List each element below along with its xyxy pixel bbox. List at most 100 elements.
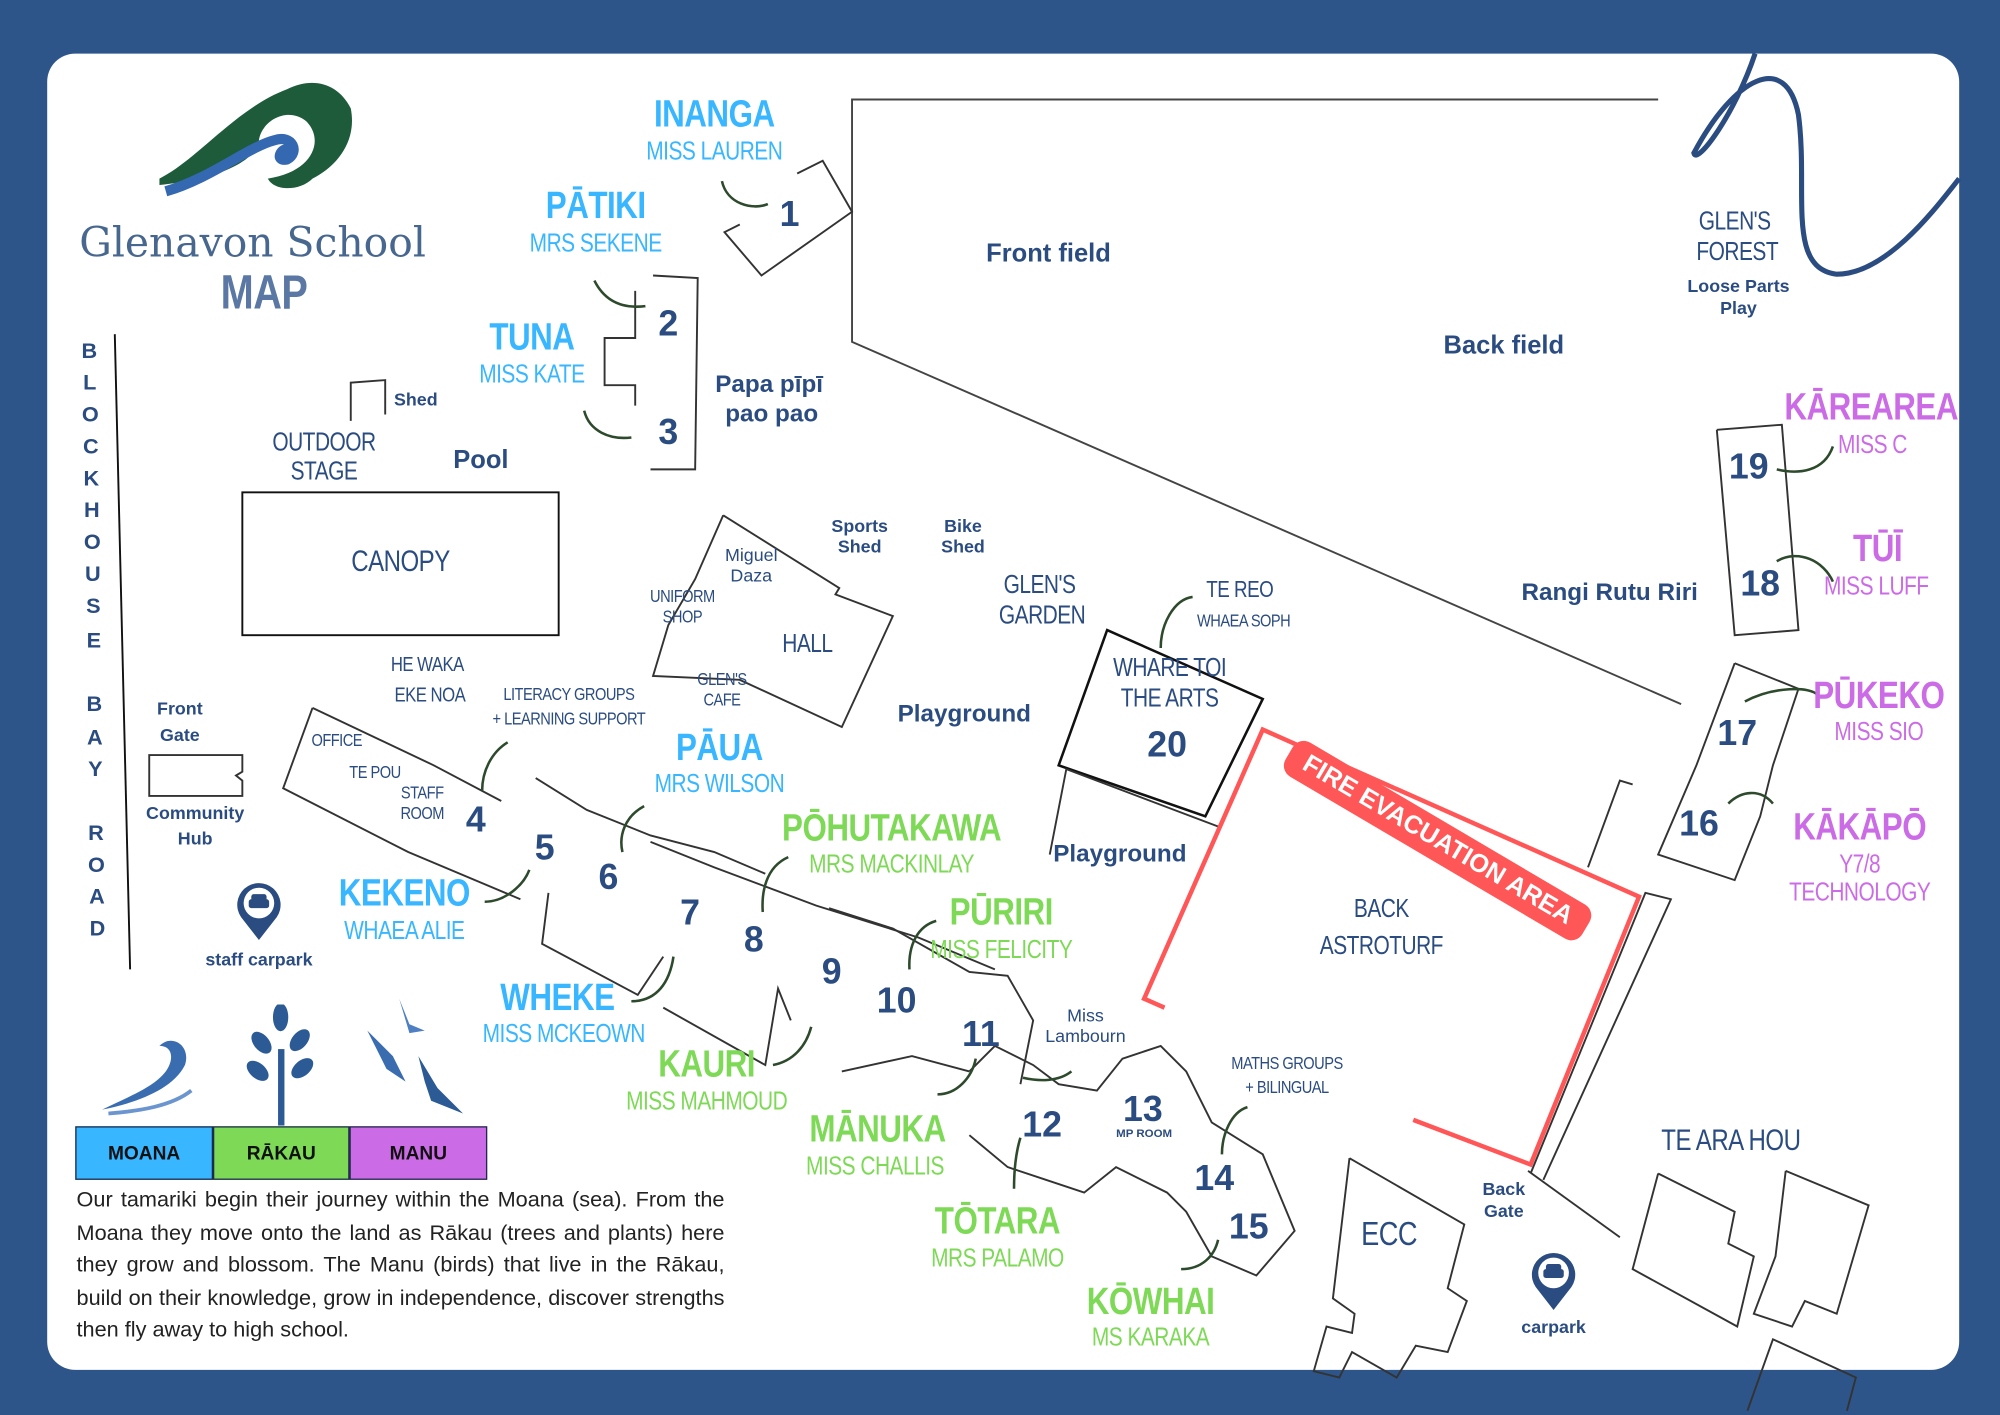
- kakapo-technology: TECHNOLOGY: [1789, 878, 1931, 907]
- class-kowhai: KŌWHAI: [1086, 1280, 1215, 1323]
- mp-room-label: MP ROOM: [1116, 1126, 1173, 1140]
- teacher-tuna: MISS KATE: [479, 360, 585, 390]
- front-field-label: Front field: [986, 239, 1111, 268]
- teacher-pukeko: MISS SIO: [1834, 718, 1924, 747]
- teacher-totara: MRS PALAMO: [931, 1244, 1064, 1273]
- school-logo: [159, 82, 352, 197]
- teacher-pohutakawa: MRS MACKINLAY: [809, 850, 974, 879]
- community-hub-label: Community: [146, 802, 245, 823]
- miguel-daza-label-2: Daza: [730, 565, 773, 586]
- miss-lambourn-label-2: Lambourn: [1045, 1025, 1126, 1046]
- class-manuka: MĀNUKA: [809, 1108, 946, 1151]
- road-letter: O: [81, 402, 99, 427]
- teacher-kowhai: MS KARAKA: [1091, 1323, 1210, 1353]
- playground-label: Playground: [897, 700, 1031, 728]
- whaea-soph-label: WHAEA SOPH: [1196, 609, 1291, 631]
- canopy-label: CANOPY: [351, 544, 450, 578]
- back-field-label: Back field: [1443, 331, 1565, 360]
- room-5: 5: [534, 827, 555, 868]
- wave-icon: [102, 1040, 193, 1116]
- staff-carpark-label: staff carpark: [205, 948, 313, 970]
- room-10: 10: [876, 980, 917, 1021]
- school-name: Glenavon School: [79, 218, 426, 267]
- shed-label: Shed: [393, 389, 438, 410]
- room-19: 19: [1728, 446, 1769, 486]
- road-letter: K: [83, 466, 100, 491]
- road-letter: S: [86, 593, 101, 618]
- room-11: 11: [961, 1014, 1000, 1054]
- room-12: 12: [1022, 1104, 1062, 1145]
- uniform-shop-label-2: SHOP: [662, 605, 703, 627]
- glens-garden-label-2: GARDEN: [998, 602, 1086, 631]
- room-16: 16: [1679, 803, 1719, 844]
- te-ara-hou-label: TE ARA HOU: [1661, 1123, 1801, 1157]
- back-gate-label: Back: [1482, 1178, 1526, 1199]
- staff-room-label: STAFF: [400, 781, 444, 803]
- legend-moana: MOANA: [75, 1126, 214, 1180]
- tree-icon: [246, 1004, 314, 1126]
- legend-description: Our tamariki begin their journey within …: [76, 1187, 725, 1342]
- class-inanga: INANGA: [653, 93, 775, 136]
- room-2: 2: [658, 303, 679, 344]
- teacher-manuka: MISS CHALLIS: [806, 1153, 944, 1182]
- road-letter: A: [89, 884, 105, 909]
- teacher-kauri: MISS MAHMOUD: [626, 1088, 788, 1117]
- glens-cafe-label: GLEN'S: [697, 668, 747, 689]
- teacher-kekeno: WHAEA ALIE: [344, 917, 465, 946]
- room-7: 7: [680, 892, 700, 933]
- sports-shed-label-2: Shed: [837, 535, 882, 557]
- class-patiki: PĀTIKI: [545, 184, 646, 228]
- rangi-rutu-riri-label: Rangi Rutu Riri: [1521, 579, 1698, 607]
- bike-shed-label-2: Shed: [941, 535, 985, 557]
- car-pin-icon: [1531, 1252, 1576, 1310]
- pool-label: Pool: [453, 446, 509, 475]
- loose-parts-label-2: Play: [1720, 297, 1757, 318]
- outdoor-stage-label: OUTDOOR: [272, 428, 376, 457]
- car-pin-icon: [237, 883, 281, 941]
- class-kauri: KAURI: [658, 1043, 756, 1086]
- room-1: 1: [779, 193, 800, 234]
- room-17: 17: [1717, 713, 1758, 753]
- room-4: 4: [465, 799, 486, 840]
- road-letter: Y: [88, 757, 103, 782]
- learning-support-label: + LEARNING SUPPORT: [492, 707, 646, 729]
- road-letter: O: [87, 852, 105, 877]
- road-letter: H: [84, 498, 100, 523]
- class-kakapo: KĀKĀPŌ: [1793, 806, 1927, 849]
- legend-rakau: RĀKAU: [213, 1126, 350, 1180]
- road-letter: C: [82, 434, 99, 459]
- class-puriri: PŪRIRI: [949, 891, 1054, 934]
- teacher-puriri: MISS FELICITY: [930, 936, 1073, 965]
- road-letter: E: [86, 628, 102, 653]
- carpark-label: carpark: [1521, 1316, 1586, 1337]
- teacher-inanga: MISS LAUREN: [646, 137, 783, 166]
- map-title: MAP: [220, 266, 308, 321]
- glens-cafe-label-2: CAFE: [703, 688, 741, 710]
- hall-label: HALL: [782, 630, 833, 659]
- room-18: 18: [1740, 563, 1781, 604]
- birds-icon: [367, 998, 464, 1114]
- sports-shed-label: Sports: [831, 515, 888, 536]
- class-pohutakawa: PŌHUTAKAWA: [782, 807, 1002, 850]
- he-waka-label: HE WAKA: [390, 654, 464, 677]
- room-20: 20: [1147, 724, 1187, 765]
- front-gate-label-2: Gate: [159, 724, 200, 745]
- miguel-daza-label: Miguel: [724, 544, 778, 566]
- room-8: 8: [743, 919, 764, 960]
- outdoor-stage-label-2: STAGE: [290, 457, 358, 486]
- back-astroturf-label: BACK: [1353, 895, 1409, 924]
- literacy-groups-label: LITERACY GROUPS: [503, 683, 635, 705]
- teacher-paua: MRS WILSON: [654, 770, 785, 799]
- road-letter: L: [83, 370, 97, 395]
- maths-groups-label: MATHS GROUPS: [1231, 1052, 1343, 1073]
- class-pukeko: PŪKEKO: [1813, 674, 1945, 717]
- ecc-label: ECC: [1361, 1214, 1417, 1253]
- room-15: 15: [1228, 1206, 1269, 1247]
- uniform-shop-label: UNIFORM: [650, 585, 715, 606]
- loose-parts-label: Loose Parts: [1687, 275, 1790, 296]
- kakapo-year: Y7/8: [1839, 850, 1881, 879]
- legend-manu: MANU: [349, 1126, 488, 1180]
- pao-pao-label: pao pao: [725, 401, 819, 428]
- whare-toi-label: WHARE TOI: [1113, 654, 1227, 683]
